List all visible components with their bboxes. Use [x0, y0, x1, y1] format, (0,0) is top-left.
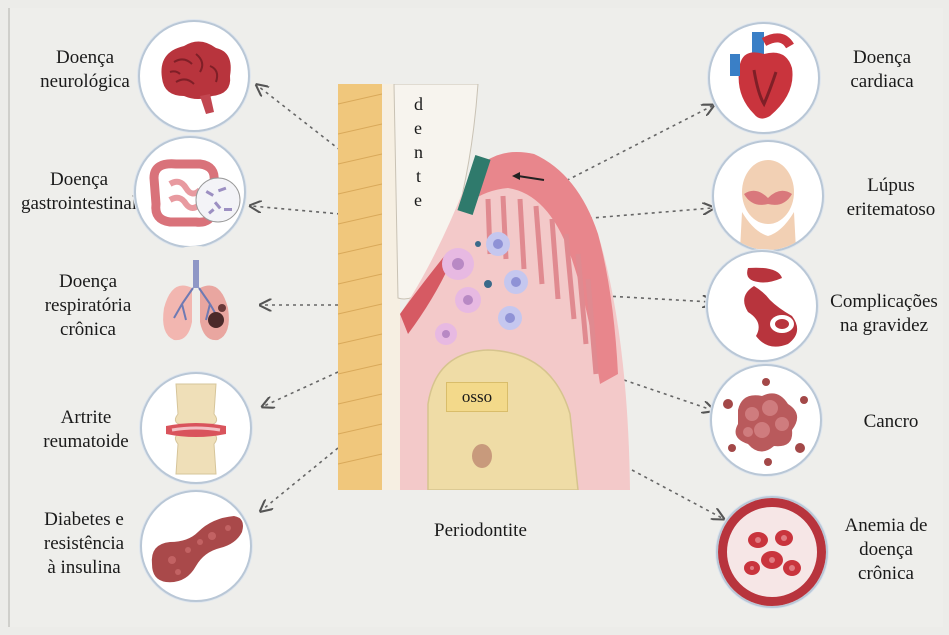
- heart-icon: [708, 22, 820, 134]
- joint-icon: [140, 372, 252, 484]
- pregnancy-icon: [706, 250, 818, 362]
- blood-cells-icon: [716, 496, 828, 608]
- bone-label: osso: [446, 382, 508, 412]
- center-caption: Periodontite: [434, 520, 527, 542]
- brain-icon: [138, 20, 250, 132]
- periodontitis-illustration: [338, 84, 630, 490]
- pancreas-icon: [140, 490, 252, 602]
- tooth-letter: e: [414, 190, 422, 211]
- intestine-icon: [134, 136, 246, 248]
- tooth-letter: d: [414, 94, 423, 115]
- tooth-letter: n: [414, 142, 423, 163]
- lupus-face-icon: [712, 140, 824, 252]
- tooth-letter: t: [416, 166, 421, 187]
- tooth-letter: e: [414, 118, 422, 139]
- label-cancro: Cancro: [856, 410, 926, 434]
- cancer-cells-icon: [710, 364, 822, 476]
- lungs-icon: [140, 246, 252, 358]
